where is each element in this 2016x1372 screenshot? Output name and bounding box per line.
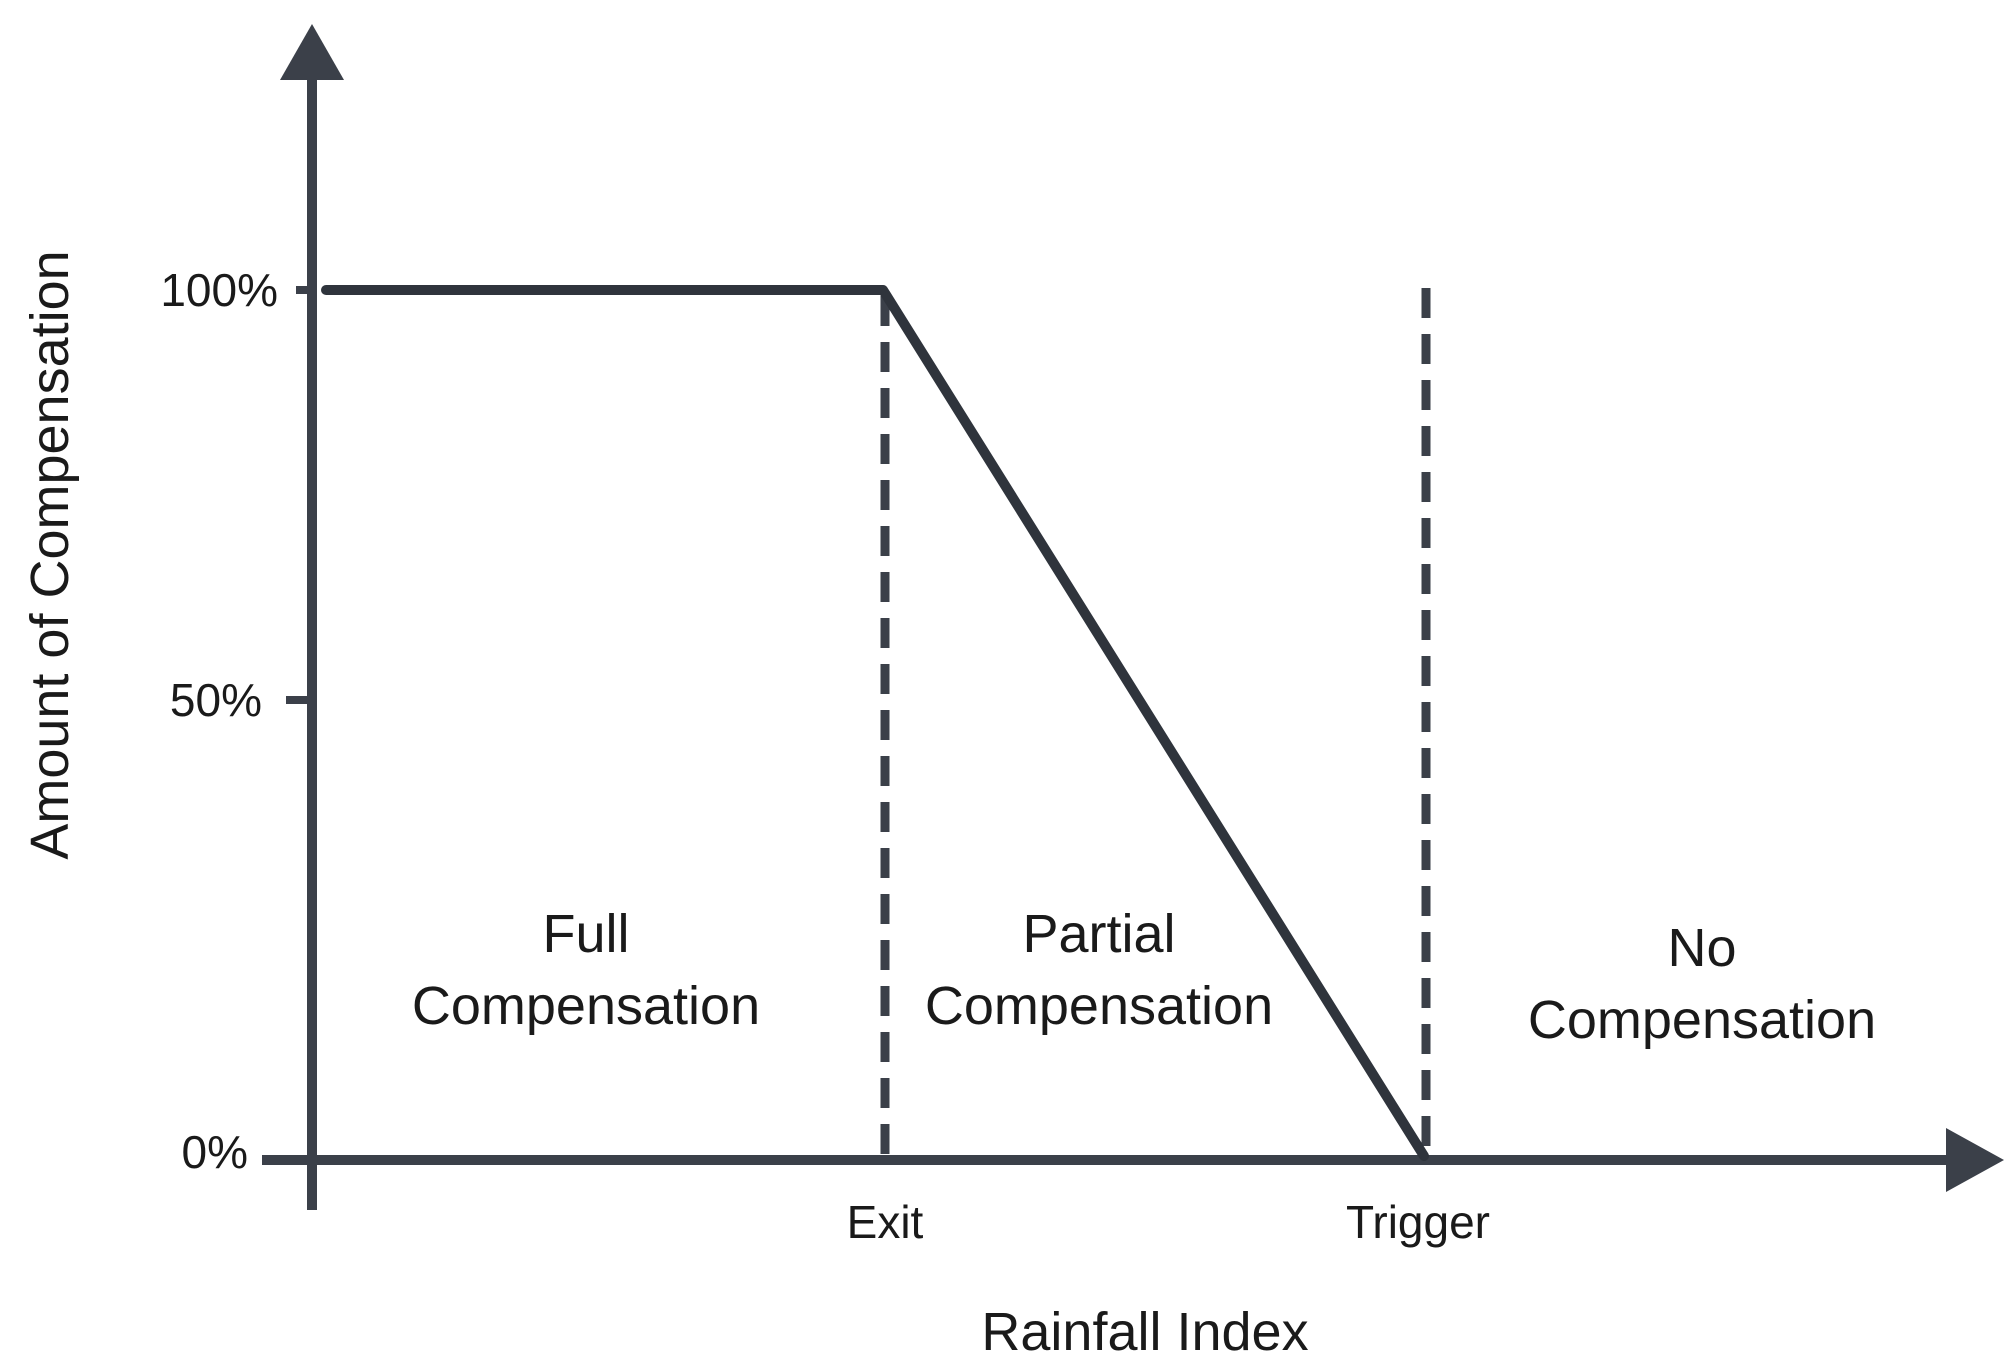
x-tick-label-exit: Exit bbox=[847, 1196, 924, 1248]
x-axis-title: Rainfall Index bbox=[981, 1302, 1308, 1362]
region-full-line1: Full bbox=[542, 904, 629, 964]
region-none-line1: No bbox=[1667, 918, 1736, 978]
region-full-line2: Compensation bbox=[412, 976, 760, 1036]
payout-line bbox=[321, 285, 1429, 1161]
y-axis-arrowhead bbox=[280, 24, 344, 80]
y-tick-label-50: 50% bbox=[170, 674, 262, 726]
region-partial-line1: Partial bbox=[1022, 904, 1175, 964]
region-none-line2: Compensation bbox=[1528, 990, 1876, 1050]
x-axis-arrowhead bbox=[1946, 1128, 2004, 1192]
y-tick-label-0: 0% bbox=[182, 1126, 248, 1178]
y-axis-title: Amount of Compensation bbox=[20, 250, 80, 859]
y-tick-label-100: 100% bbox=[160, 264, 278, 316]
x-tick-label-trigger: Trigger bbox=[1346, 1196, 1490, 1248]
region-partial-line2: Compensation bbox=[925, 976, 1273, 1036]
